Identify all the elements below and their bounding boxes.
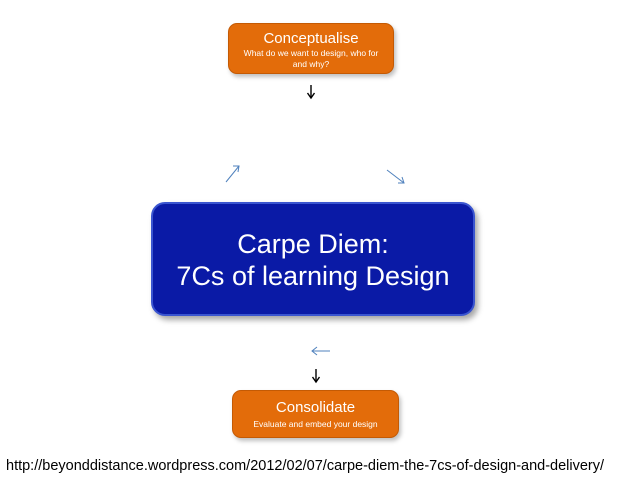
conceptualise-title: Conceptualise — [263, 30, 359, 47]
consolidate-title: Consolidate — [275, 399, 356, 416]
center-title-line-2: 7Cs of learning Design — [176, 261, 450, 291]
center-title-line-1: Carpe Diem: — [237, 229, 389, 259]
consolidate-node: Consolidate Evaluate and embed your desi… — [232, 390, 399, 438]
cycle-arrow-left — [311, 346, 330, 356]
consolidate-description: Evaluate and embed your design — [253, 419, 378, 429]
conceptualise-description: What do we want to design, who for and w… — [243, 48, 379, 69]
down-arrow-bottom — [311, 369, 321, 384]
conceptualise-node: Conceptualise What do we want to design,… — [228, 23, 394, 74]
cycle-arrow-up-right — [225, 165, 240, 183]
source-url: http://beyonddistance.wordpress.com/2012… — [6, 458, 605, 474]
cycle-arrow-down-right — [386, 169, 405, 184]
carpe-diem-center-node: Carpe Diem: 7Cs of learning Design — [151, 202, 475, 316]
down-arrow-top — [306, 85, 316, 100]
